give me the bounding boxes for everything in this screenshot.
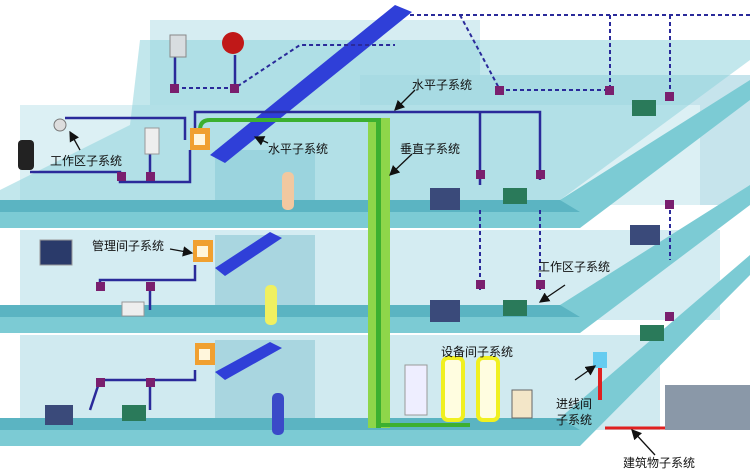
equipment-rack-icon: [511, 389, 533, 419]
person-icon: [265, 285, 277, 325]
sensor-icon: [144, 127, 160, 155]
devices: [18, 32, 750, 430]
laptop-icon: [503, 188, 527, 204]
computer-icon: [45, 405, 73, 425]
access-panel-icon: [169, 34, 187, 58]
laptop-icon: [640, 325, 664, 341]
distribution-frame-icon: [476, 356, 500, 422]
alarm-speaker-icon: [222, 32, 244, 54]
vertical-riser: [198, 118, 470, 428]
label-arrows: [69, 89, 656, 456]
person-icon: [282, 172, 294, 210]
label-work-area-left: 工作区子系统: [50, 154, 122, 168]
label-horizontal-mid: 水平子系统: [268, 142, 328, 156]
camera-icon: [18, 140, 34, 170]
management-racks: [190, 128, 215, 365]
label-vertical: 垂直子系统: [400, 142, 460, 156]
slab-floor-3: [0, 80, 750, 228]
computer-icon: [430, 300, 460, 322]
label-management: 管理间子系统: [92, 238, 164, 253]
phone-icon: [121, 301, 145, 317]
distribution-frame-icon: [441, 356, 465, 422]
person-icon: [272, 393, 284, 435]
dashed-cables: [175, 14, 750, 290]
label-work-area-right: 工作区子系统: [538, 260, 610, 274]
outlets: [96, 84, 674, 387]
label-entrance-2: 子系统: [556, 413, 592, 427]
label-horizontal-top: 水平子系统: [412, 78, 472, 92]
people: [265, 172, 294, 435]
computer-icon: [430, 188, 460, 210]
label-building: 建筑物子系统: [623, 455, 695, 470]
laptop-icon: [632, 100, 656, 116]
monitor-icon: [39, 239, 73, 266]
dome-camera-icon: [53, 118, 67, 132]
slab-floor-2: [0, 185, 750, 333]
server-cabinet-icon: [404, 364, 428, 416]
computer-icon: [630, 225, 660, 245]
labels: 水平子系统 水平子系统 垂直子系统 工作区子系统 管理间子系统 工作区子系统 设…: [50, 78, 695, 470]
laptop-icon: [503, 300, 527, 316]
label-entrance-1: 进线间: [556, 397, 592, 411]
building-icon: [665, 385, 750, 430]
label-equipment-room: 设备间子系统: [441, 345, 513, 359]
laptop-icon: [122, 405, 146, 421]
entrance-box-icon: [593, 352, 607, 368]
